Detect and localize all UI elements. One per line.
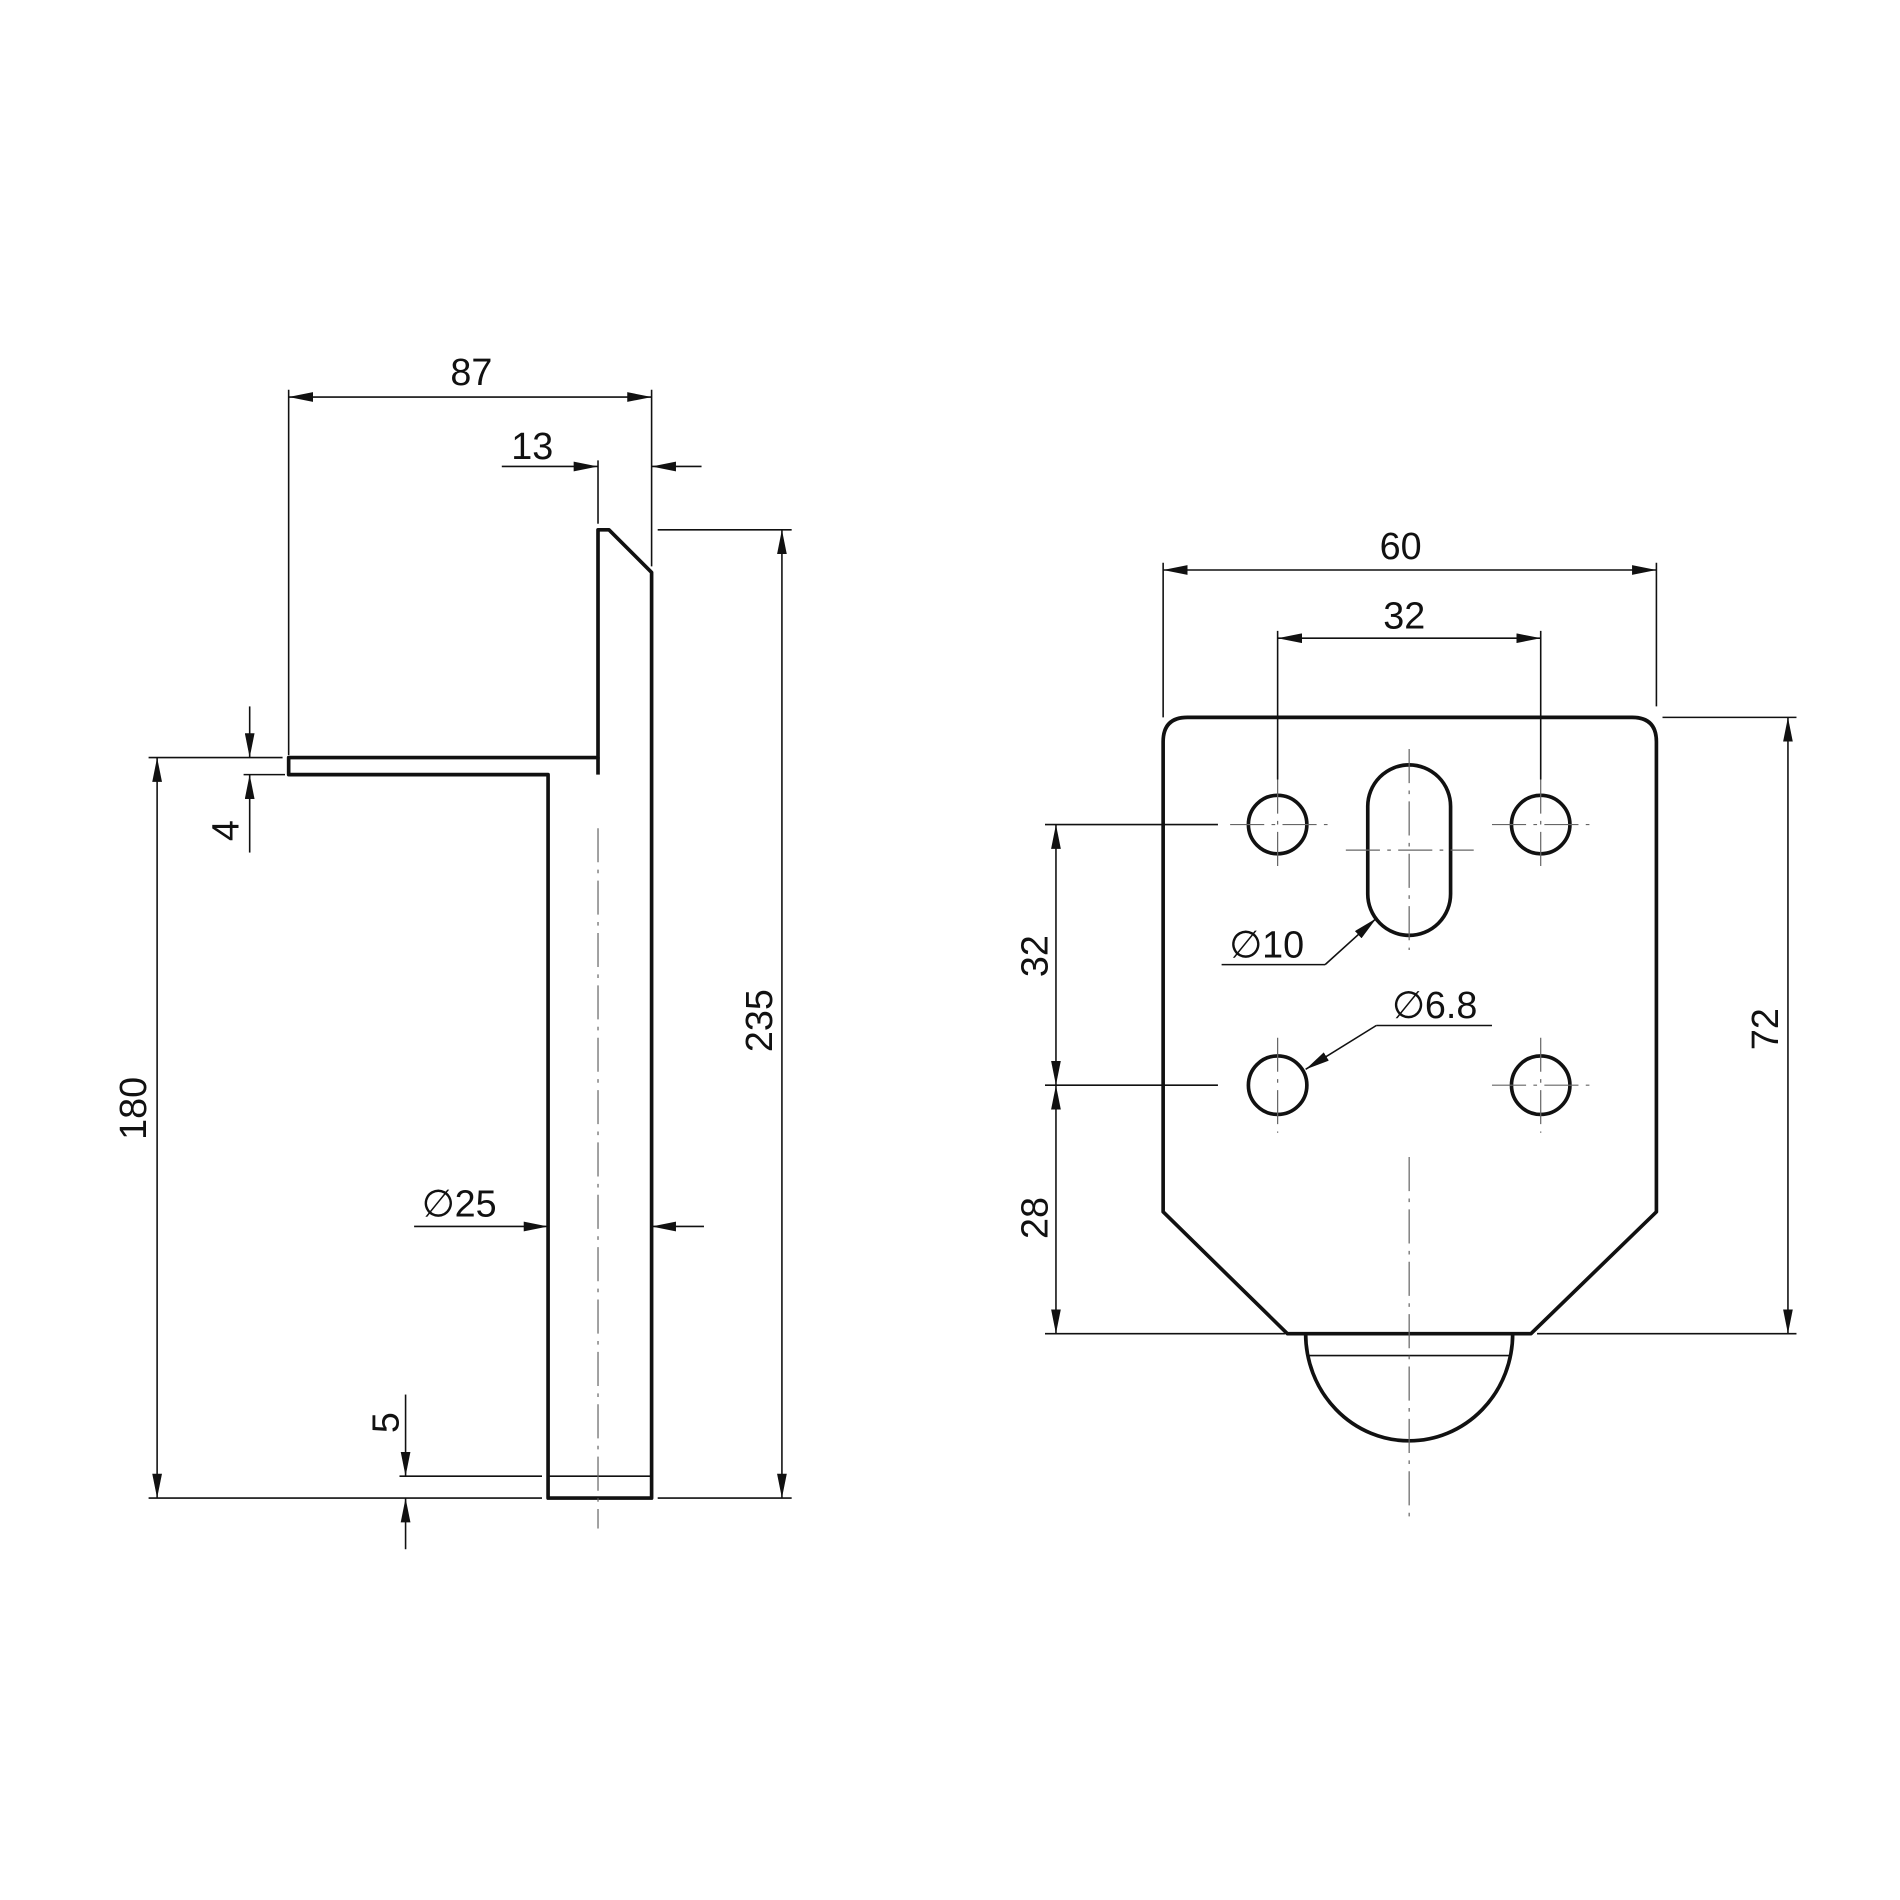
dim-28: 28 [1013, 1085, 1285, 1335]
dim-4: 4 [205, 706, 285, 853]
dim-235: 235 [657, 529, 792, 1499]
dim-label: 5 [364, 1412, 406, 1433]
dim-32-horizontal: 32 [1276, 594, 1542, 780]
mounting-plate [1161, 715, 1659, 1336]
dim-label: ∅10 [1229, 923, 1304, 965]
front-view: 60 32 72 32 28 [1013, 525, 1797, 1517]
dim-label: 87 [450, 351, 492, 393]
dim-label: 60 [1380, 525, 1422, 567]
leader-diameter-6-8: ∅6.8 [1305, 984, 1492, 1071]
side-view: 87 13 235 180 4 [112, 351, 792, 1550]
dim-5: 5 [364, 1394, 542, 1550]
dim-32-vertical: 32 [1013, 823, 1218, 1086]
dim-diameter-25: ∅25 [414, 1183, 704, 1232]
dim-label: 235 [738, 989, 780, 1052]
dim-label: 28 [1013, 1197, 1055, 1239]
bracket-profile [286, 527, 654, 1500]
dim-13: 13 [501, 425, 702, 524]
dim-180: 180 [112, 756, 542, 1499]
dim-label: 180 [112, 1077, 154, 1140]
dim-label: 72 [1744, 1008, 1786, 1050]
leader-diameter-10: ∅10 [1221, 917, 1377, 966]
dim-label: 32 [1383, 594, 1425, 636]
dim-label: ∅25 [422, 1183, 497, 1225]
dim-87: 87 [287, 351, 653, 756]
centerlines [1230, 749, 1590, 1517]
dim-label: ∅6.8 [1392, 984, 1477, 1026]
dim-label: 4 [205, 820, 247, 841]
dim-label: 13 [511, 425, 553, 467]
dim-72: 72 [1537, 716, 1797, 1335]
dim-60: 60 [1162, 525, 1658, 718]
dim-label: 32 [1013, 935, 1055, 977]
